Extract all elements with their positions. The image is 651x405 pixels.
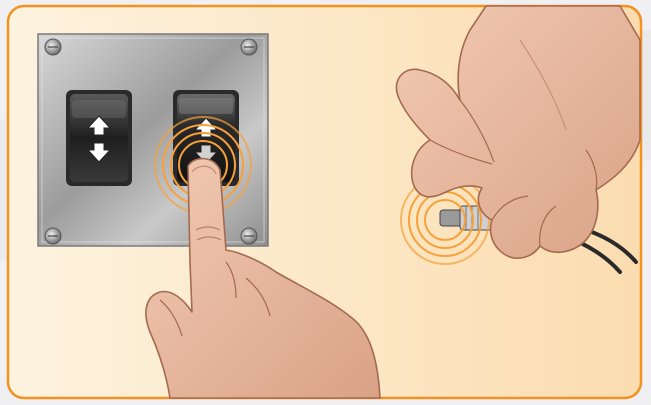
holding-hand <box>395 5 641 259</box>
screw-icon <box>240 38 258 56</box>
left-rocker-switch[interactable] <box>66 90 132 186</box>
arrow-down-icon <box>86 142 112 163</box>
right-rocker-switch[interactable] <box>173 90 239 186</box>
arrow-up-icon <box>193 117 219 138</box>
screw-icon <box>240 227 258 245</box>
arrow-down-icon <box>193 144 219 165</box>
screw-icon <box>44 38 62 56</box>
pressing-hand <box>145 157 381 399</box>
arrow-up-icon <box>86 115 112 136</box>
screw-icon <box>44 227 62 245</box>
